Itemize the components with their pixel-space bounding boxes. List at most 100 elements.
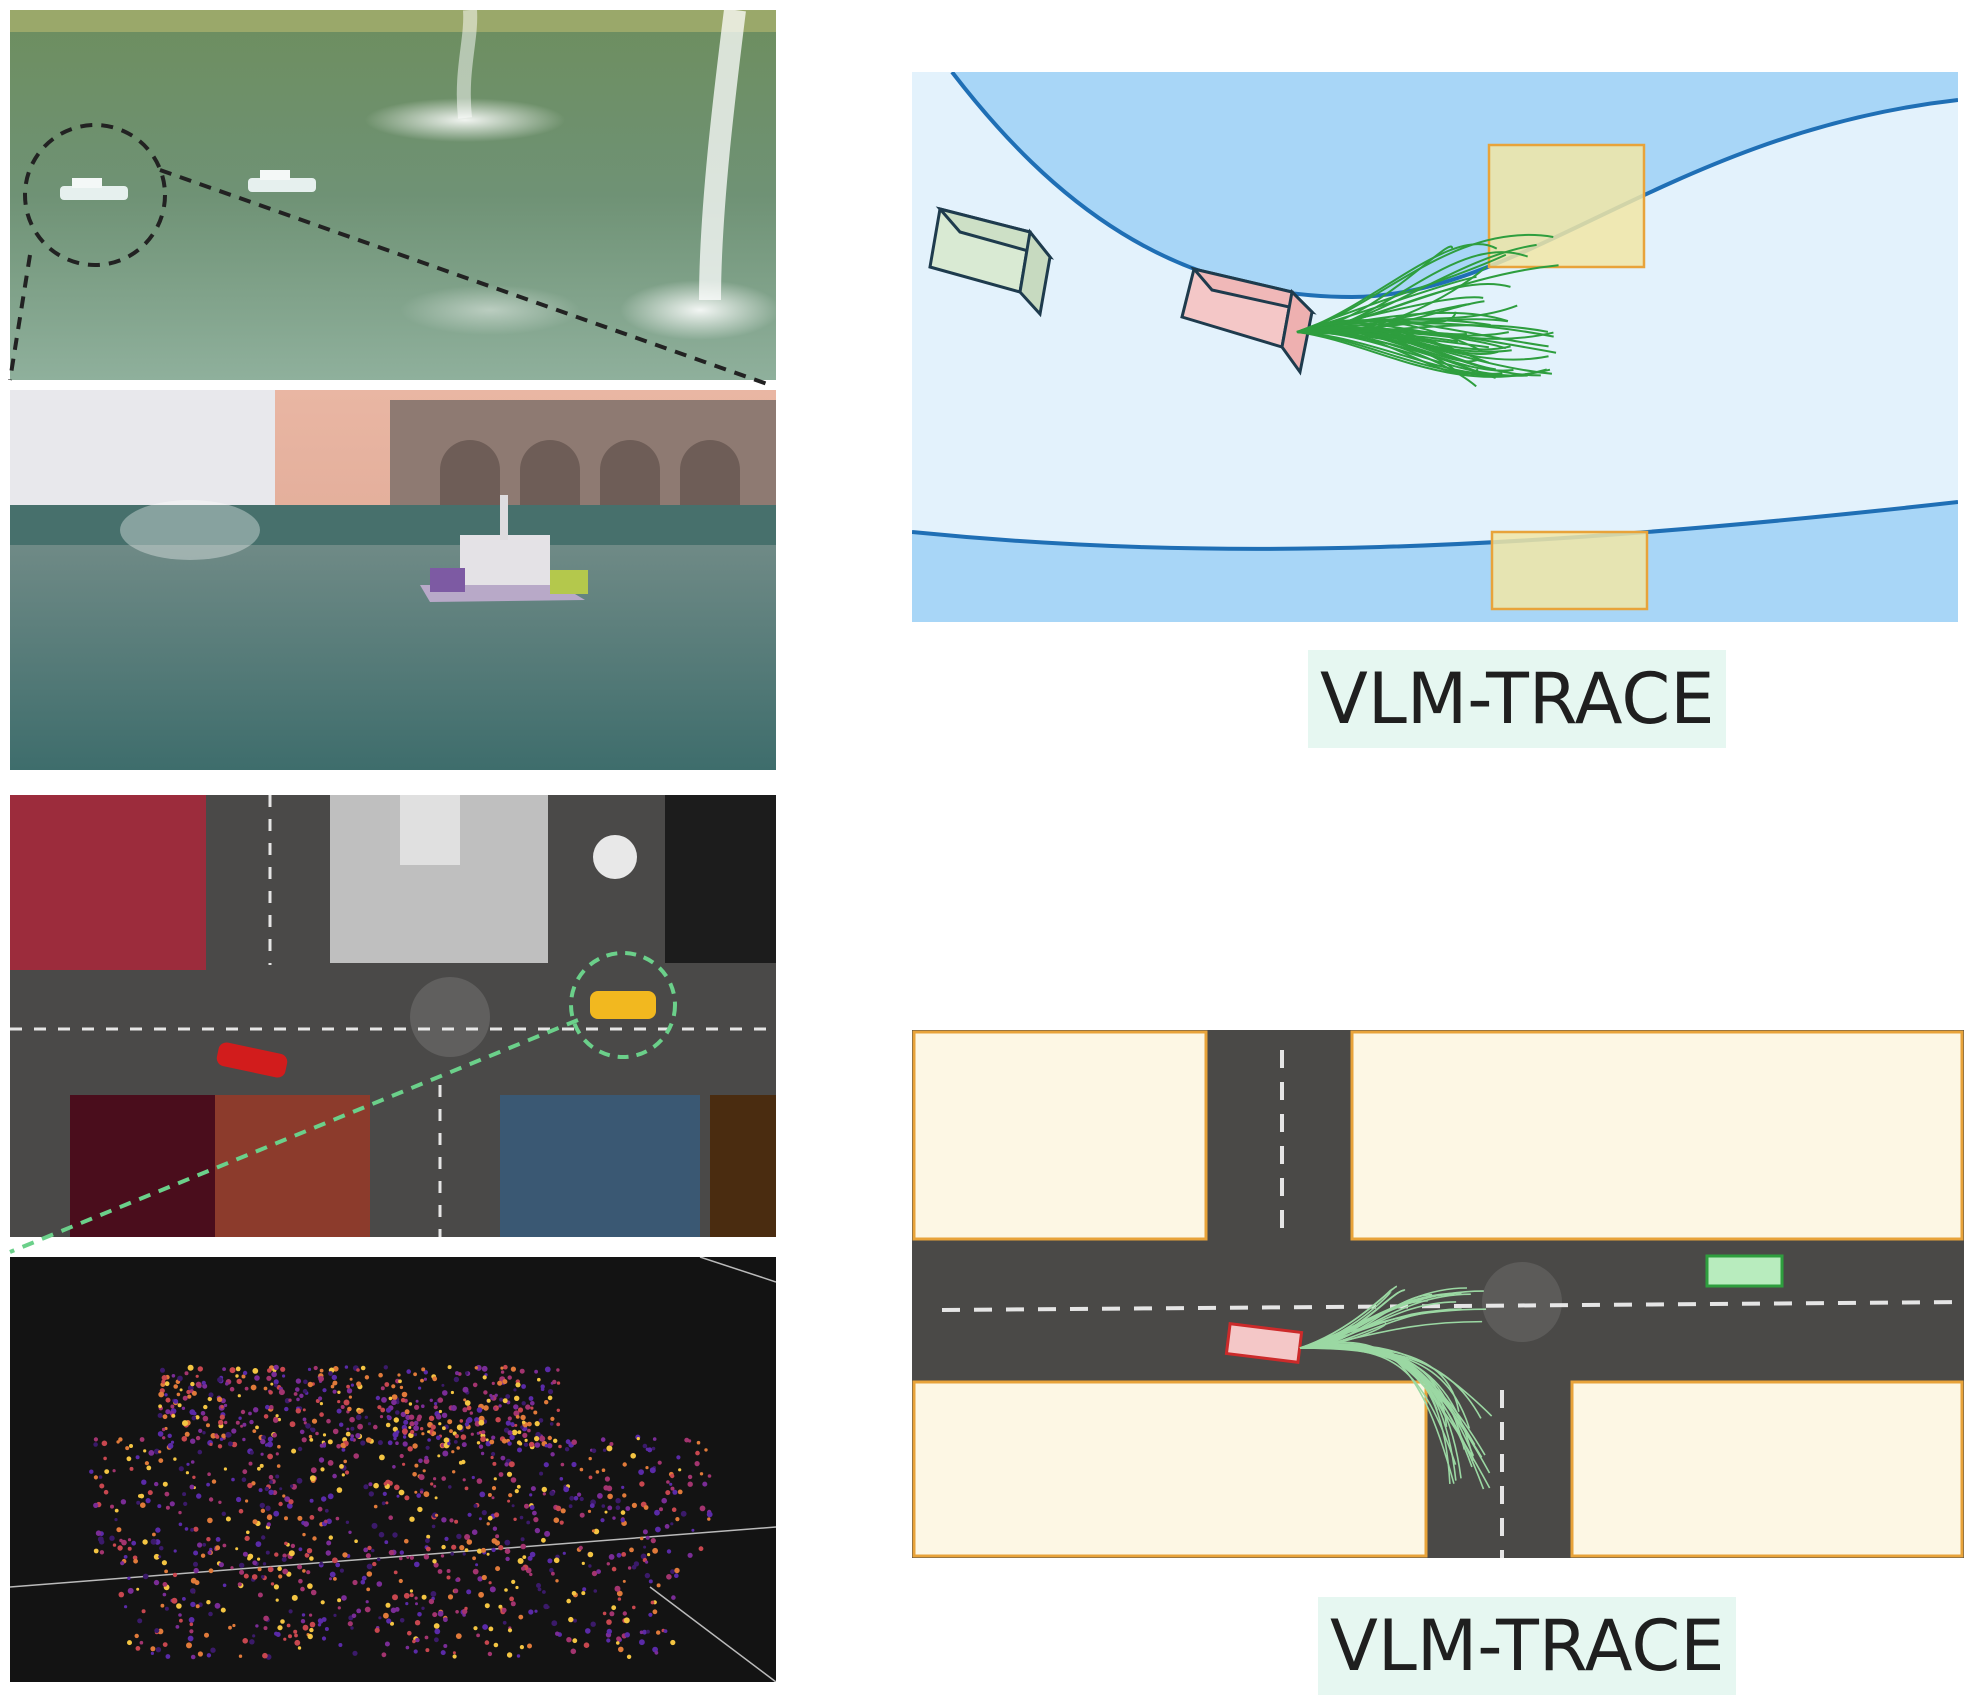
point <box>295 1378 302 1384</box>
point <box>564 1447 570 1452</box>
point <box>182 1395 188 1401</box>
point <box>513 1404 519 1410</box>
point <box>547 1435 552 1441</box>
point <box>639 1536 644 1541</box>
point <box>427 1430 431 1434</box>
point <box>384 1540 389 1545</box>
point <box>471 1475 475 1480</box>
waypoint-box-upper <box>1487 143 1646 269</box>
point <box>236 1378 242 1385</box>
point <box>120 1561 125 1566</box>
point <box>478 1444 484 1449</box>
point <box>616 1641 620 1645</box>
point <box>672 1489 678 1495</box>
point <box>464 1534 471 1540</box>
point <box>160 1367 165 1373</box>
method-label-top: VLM-TRACE <box>1308 650 1727 748</box>
point <box>150 1651 154 1655</box>
point <box>170 1404 175 1409</box>
point <box>435 1414 442 1420</box>
point <box>153 1553 160 1560</box>
point <box>504 1539 511 1546</box>
point <box>350 1426 355 1431</box>
point <box>432 1612 438 1618</box>
point <box>114 1518 118 1522</box>
point <box>303 1379 308 1385</box>
point <box>189 1629 194 1634</box>
point <box>112 1543 117 1547</box>
point <box>368 1491 374 1497</box>
point <box>669 1482 673 1486</box>
point <box>153 1448 160 1455</box>
point <box>486 1398 491 1403</box>
point <box>152 1532 156 1537</box>
point <box>333 1577 337 1581</box>
fountain-spray-center <box>365 98 565 142</box>
point <box>380 1407 386 1413</box>
point <box>405 1645 410 1650</box>
point <box>664 1524 670 1529</box>
point <box>517 1430 522 1435</box>
point <box>328 1535 333 1540</box>
point <box>188 1617 195 1623</box>
point <box>430 1424 436 1430</box>
point <box>302 1569 306 1573</box>
point <box>577 1492 582 1497</box>
point <box>273 1379 279 1385</box>
point <box>590 1621 596 1627</box>
point <box>398 1578 403 1584</box>
point <box>591 1448 597 1454</box>
point <box>571 1461 577 1468</box>
point <box>284 1406 289 1412</box>
point <box>202 1431 206 1435</box>
point <box>656 1630 661 1635</box>
predicted-trajectories-road <box>1299 1285 1493 1490</box>
point <box>204 1632 209 1638</box>
point <box>319 1368 324 1373</box>
point <box>260 1575 265 1579</box>
point <box>210 1647 216 1653</box>
point <box>414 1463 419 1468</box>
point <box>393 1570 398 1575</box>
point <box>215 1434 220 1439</box>
point <box>193 1567 199 1574</box>
point <box>309 1498 314 1503</box>
point <box>237 1582 242 1587</box>
point <box>367 1545 372 1551</box>
point <box>303 1521 309 1527</box>
point <box>542 1590 546 1594</box>
point <box>528 1609 534 1615</box>
point <box>363 1547 369 1553</box>
point <box>222 1367 227 1371</box>
point <box>380 1386 385 1391</box>
point <box>235 1366 241 1372</box>
point <box>614 1585 621 1592</box>
point <box>350 1626 354 1630</box>
point <box>652 1437 657 1441</box>
point <box>190 1438 196 1444</box>
point <box>337 1606 341 1610</box>
point <box>244 1535 250 1541</box>
point <box>427 1438 431 1442</box>
point <box>298 1547 303 1552</box>
point <box>443 1617 448 1623</box>
point <box>195 1415 200 1420</box>
point <box>591 1529 595 1533</box>
point <box>273 1584 279 1590</box>
point <box>343 1459 348 1464</box>
point <box>162 1414 168 1420</box>
point <box>242 1638 248 1644</box>
point <box>336 1444 341 1449</box>
point <box>428 1598 435 1605</box>
point <box>339 1568 344 1573</box>
point <box>138 1494 142 1498</box>
point <box>612 1516 616 1520</box>
point <box>588 1475 593 1480</box>
point <box>462 1407 468 1413</box>
point <box>322 1433 327 1437</box>
point <box>319 1412 324 1417</box>
point <box>372 1561 377 1567</box>
point <box>566 1598 571 1604</box>
point <box>385 1422 391 1428</box>
point <box>344 1365 349 1369</box>
